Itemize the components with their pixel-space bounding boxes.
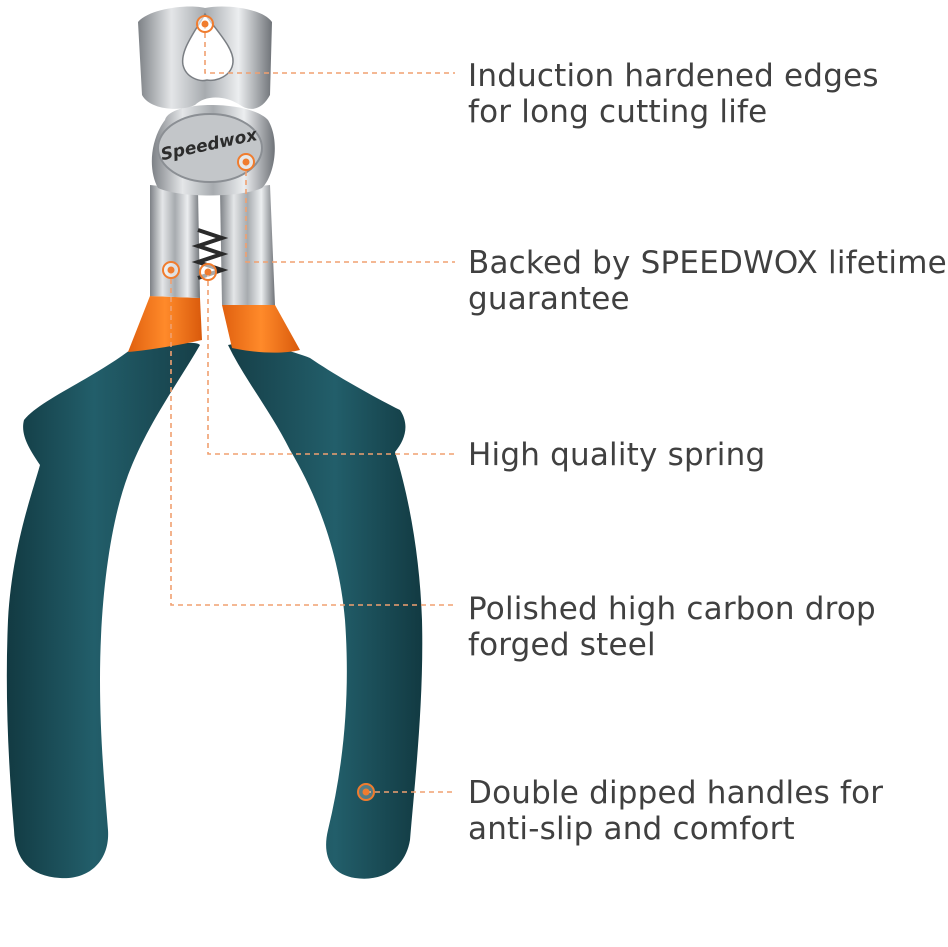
callout-lines	[170, 24, 455, 793]
feature-handles-line1: Double dipped handles for	[468, 775, 884, 811]
callout-line-edges	[204, 24, 455, 74]
right-sleeve	[222, 305, 300, 353]
feature-steel-line2: forged steel	[468, 627, 656, 663]
feature-steel: Polished high carbon drop forged steel	[468, 591, 876, 663]
callout-markers	[162, 15, 375, 801]
marker-spring	[199, 263, 217, 281]
feature-guarantee: Backed by SPEEDWOX lifetime guarantee	[468, 245, 947, 317]
spring	[191, 228, 229, 280]
right-handle	[228, 343, 423, 879]
feature-edges-line2: for long cutting life	[468, 94, 768, 130]
feature-edges: Induction hardened edges for long cuttin…	[468, 58, 879, 130]
callout-line-guarantee	[245, 162, 455, 263]
feature-guarantee-line2: guarantee	[468, 281, 630, 317]
marker-edges	[196, 15, 214, 33]
feature-edges-line1: Induction hardened edges	[468, 58, 879, 94]
left-handle	[6, 342, 200, 879]
left-sleeve	[128, 296, 202, 352]
feature-guarantee-line1: Backed by SPEEDWOX lifetime	[468, 245, 947, 281]
jaw-gap	[181, 12, 234, 82]
callout-line-steel	[170, 270, 455, 606]
feature-handles: Double dipped handles for anti-slip and …	[468, 775, 883, 847]
feature-spring: High quality spring	[468, 437, 765, 473]
marker-steel	[162, 261, 180, 279]
right-arm	[220, 185, 275, 305]
left-arm	[150, 185, 200, 298]
callout-line-spring	[207, 272, 455, 455]
pivot-boss	[157, 113, 263, 183]
marker-handles	[357, 783, 375, 801]
feature-steel-line1: Polished high carbon drop	[468, 591, 876, 627]
feature-handles-line2: anti-slip and comfort	[468, 811, 795, 847]
feature-spring-line1: High quality spring	[468, 437, 766, 473]
marker-guarantee	[237, 153, 255, 171]
